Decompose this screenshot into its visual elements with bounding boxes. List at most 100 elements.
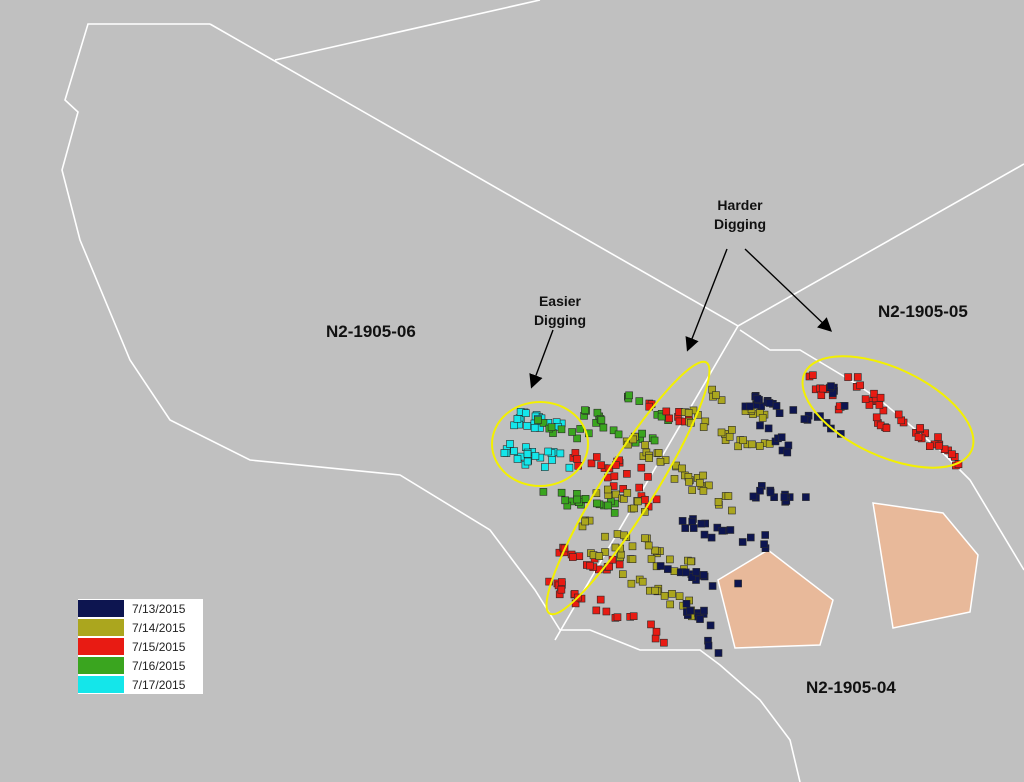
dig-point: [557, 425, 566, 434]
dig-point: [870, 389, 878, 398]
dig-point: [618, 570, 627, 579]
dig-points-layer: [500, 371, 963, 657]
area-boundaries: [61, 0, 1024, 782]
dig-point: [635, 397, 644, 405]
dig-point: [647, 555, 656, 563]
harder-digging-arrow-center: [685, 248, 728, 352]
dig-point: [748, 440, 756, 449]
dig-point: [530, 424, 539, 432]
dig-point: [603, 485, 612, 494]
dig-point: [879, 406, 888, 415]
dig-point: [916, 424, 924, 432]
dig-point: [641, 441, 649, 449]
legend-label: 7/15/2015: [132, 639, 186, 654]
legend-swatch: [78, 657, 124, 674]
dig-point: [644, 541, 653, 550]
dig-point: [789, 406, 798, 414]
dig-point: [783, 448, 792, 457]
dig-point: [760, 540, 768, 549]
dig-point: [557, 578, 566, 586]
dig-point: [699, 571, 708, 579]
dig-point: [513, 415, 522, 423]
dig-point: [660, 592, 669, 600]
dig-point: [597, 461, 605, 470]
area-label-n2-1905-05: N2-1905-05: [878, 302, 968, 321]
dig-point: [756, 486, 764, 495]
dig-point: [651, 634, 660, 643]
dig-point: [654, 449, 663, 457]
dig-point: [699, 471, 707, 480]
dig-point: [775, 409, 784, 418]
dig-point: [581, 406, 589, 415]
dig-point: [506, 440, 514, 448]
area-label-n2-1905-04: N2-1905-04: [806, 678, 896, 697]
dig-point: [681, 568, 690, 577]
dig-point: [623, 469, 631, 478]
dig-point: [568, 553, 577, 561]
boundary-line-nw: [209, 23, 1024, 327]
dig-point: [663, 565, 672, 573]
dig-point: [573, 455, 581, 463]
dig-point: [772, 402, 781, 410]
dig-point: [756, 421, 764, 430]
highlight-ellipses: [491, 355, 975, 616]
dig-point: [678, 464, 686, 473]
dig-point: [576, 425, 585, 433]
dig-point: [784, 441, 793, 450]
dig-point: [724, 492, 733, 500]
dig-point: [619, 484, 628, 493]
dig-point: [894, 410, 903, 419]
dig-point: [561, 496, 569, 505]
dig-point: [592, 453, 601, 461]
dig-point: [634, 497, 642, 506]
dig-point: [809, 371, 817, 380]
dig-point: [650, 436, 659, 445]
dig-point: [610, 509, 619, 517]
dig-point: [539, 488, 548, 496]
dig-point: [641, 534, 649, 543]
dig-point: [596, 595, 605, 604]
dig-point: [656, 457, 665, 466]
dig-point: [876, 393, 885, 402]
dig-point: [817, 391, 826, 400]
dig-point: [637, 463, 646, 472]
dig-point: [599, 423, 608, 432]
easier-digging-arrow: [529, 329, 554, 389]
dig-point: [604, 501, 613, 510]
dig-point: [531, 452, 540, 460]
dig-point: [652, 627, 661, 636]
dig-point: [630, 504, 638, 513]
dig-point: [749, 492, 758, 501]
dig-point: [688, 517, 697, 526]
legend-swatch: [78, 619, 124, 636]
dig-point: [686, 606, 695, 615]
dig-point: [623, 489, 632, 497]
dig-point: [684, 409, 693, 417]
harder-digging-ellipse-center: [545, 360, 711, 616]
dig-point: [602, 607, 611, 616]
dig-point: [685, 477, 693, 486]
dig-point: [818, 384, 827, 393]
dig-point: [764, 424, 773, 433]
dig-point: [707, 533, 716, 542]
dig-point: [601, 532, 609, 541]
dig-point: [584, 429, 593, 438]
dig-point: [666, 555, 674, 564]
dig-point: [652, 495, 661, 504]
dig-point: [510, 447, 518, 455]
dig-point: [587, 459, 596, 468]
dig-point: [844, 373, 852, 381]
legend: 7/13/2015 7/14/2015 7/15/2015 7/16/2015 …: [78, 599, 203, 694]
legend-swatch: [78, 638, 124, 655]
dig-point: [612, 490, 620, 499]
dig-point: [728, 425, 736, 434]
dig-point: [625, 391, 633, 400]
dig-point: [706, 621, 715, 630]
dig-point: [875, 401, 884, 409]
dig-point: [865, 401, 874, 409]
dig-point: [656, 562, 665, 570]
dig-point: [557, 488, 566, 497]
dig-point: [595, 552, 604, 560]
dig-point: [547, 423, 556, 432]
dig-point: [725, 432, 734, 441]
